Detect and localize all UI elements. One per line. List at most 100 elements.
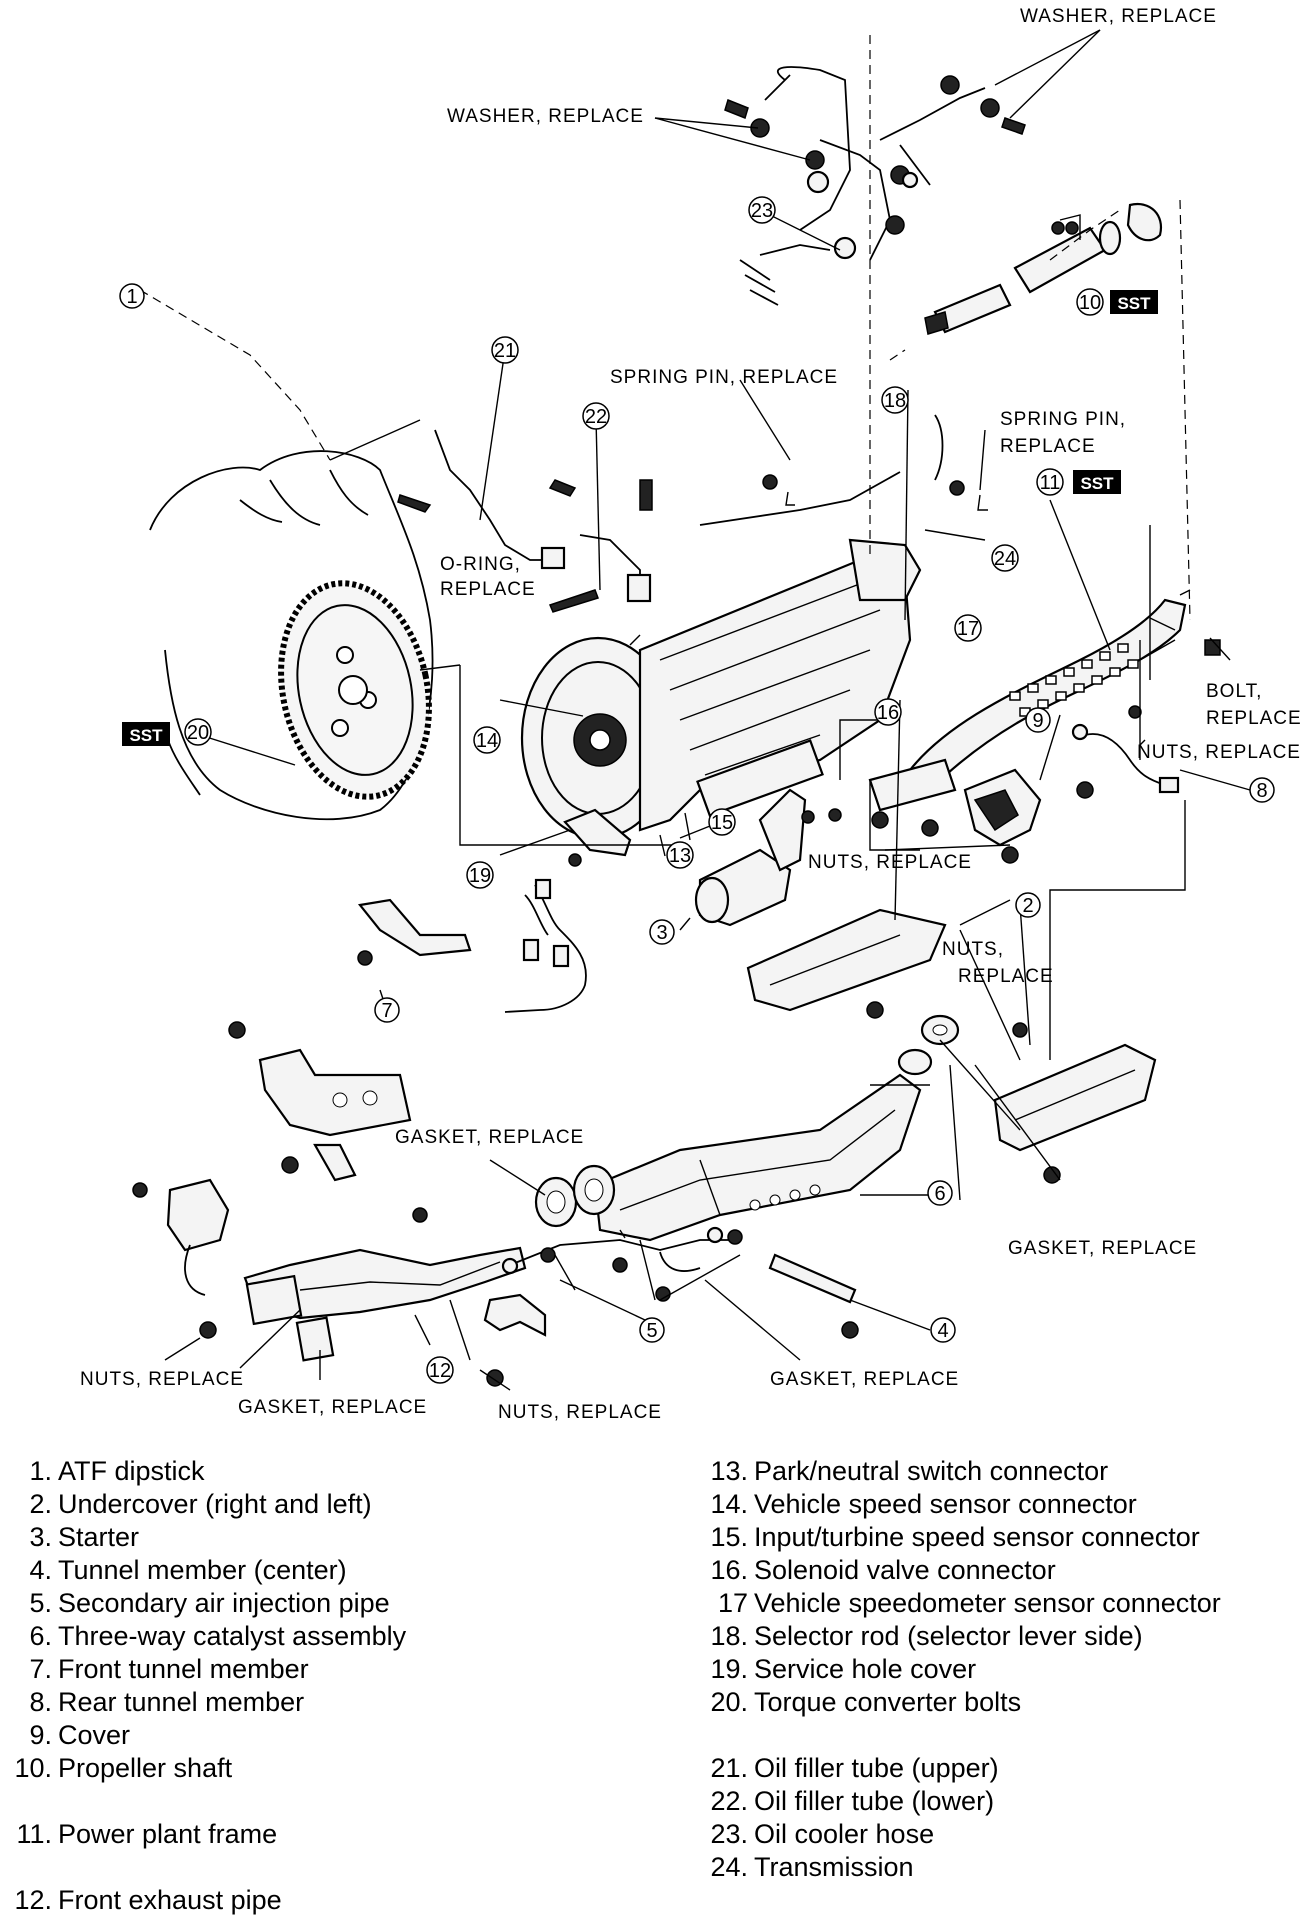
- svg-text:SST: SST: [1080, 474, 1114, 493]
- legend-item: 19.Service hole cover: [710, 1654, 977, 1684]
- starter: [694, 788, 842, 927]
- label-gasket-bottom-left: GASKET, REPLACE: [238, 1397, 427, 1418]
- legend-item: 2.Undercover (right and left): [29, 1489, 372, 1519]
- legend-item: 3.Starter: [29, 1522, 140, 1552]
- svg-text:21: 21: [494, 340, 516, 362]
- label-washer-top: WASHER, REPLACE: [1020, 6, 1217, 27]
- svg-text:10: 10: [1079, 292, 1101, 314]
- svg-text:18: 18: [884, 390, 906, 412]
- svg-text:12: 12: [429, 1360, 451, 1382]
- part-num-3: 3: [649, 919, 675, 945]
- svg-text:1: 1: [126, 286, 137, 308]
- part-num-20: 20: [184, 718, 212, 746]
- svg-text:20: 20: [187, 722, 209, 744]
- label-spring-pin-2-line2: REPLACE: [1000, 436, 1096, 457]
- wiring-harness: [504, 878, 587, 1013]
- leader-lines: [139, 29, 1251, 1391]
- legend-item: 10.Propeller shaft: [14, 1753, 233, 1783]
- svg-text:23: 23: [751, 200, 773, 222]
- part-num-17: 17: [954, 614, 982, 642]
- tunnel-member-center: [768, 1253, 859, 1339]
- svg-text:8: 8: [1256, 780, 1267, 802]
- sst-badge-11: SST: [1073, 470, 1121, 494]
- propeller-shaft: [924, 202, 1163, 335]
- transmission: [520, 538, 922, 840]
- legend-item: 22.Oil filler tube (lower): [710, 1786, 995, 1816]
- part-num-1: 1: [119, 283, 145, 309]
- legend-column-right: 13.Park/neutral switch connector 14.Vehi…: [700, 1455, 1300, 1884]
- legend-item: 13.Park/neutral switch connector: [710, 1456, 1109, 1486]
- part-num-23: 23: [748, 196, 776, 224]
- svg-text:22: 22: [585, 406, 607, 428]
- three-way-catalyst: [593, 1073, 922, 1242]
- legend-item: 24.Transmission: [710, 1852, 914, 1882]
- part-num-24: 24: [991, 544, 1019, 572]
- svg-text:2: 2: [1022, 895, 1033, 917]
- undercover-left: [746, 908, 947, 1019]
- svg-text:7: 7: [381, 1000, 392, 1022]
- svg-text:16: 16: [877, 702, 899, 724]
- legend-item: 12.Front exhaust pipe: [14, 1885, 282, 1915]
- legend-item: 11.Power plant frame: [16, 1819, 278, 1849]
- label-nuts-bottom-mid: NUTS, REPLACE: [498, 1402, 662, 1423]
- part-num-14: 14: [473, 726, 501, 754]
- front-bracket: [228, 1021, 412, 1182]
- part-num-21: 21: [491, 336, 519, 364]
- part-num-15: 15: [708, 808, 736, 836]
- svg-text:13: 13: [669, 845, 691, 867]
- svg-text:19: 19: [469, 865, 491, 887]
- svg-text:14: 14: [476, 730, 498, 752]
- front-tunnel-member: [357, 898, 472, 966]
- part-num-8: 8: [1249, 777, 1275, 803]
- label-nuts-cover-line1: NUTS,: [942, 939, 1004, 960]
- legend-item: 14.Vehicle speed sensor connector: [710, 1489, 1137, 1519]
- svg-text:5: 5: [646, 1320, 657, 1342]
- label-spring-pin-1: SPRING PIN, REPLACE: [610, 367, 838, 388]
- legend-item: 21.Oil filler tube (upper): [710, 1753, 999, 1783]
- part-num-9: 9: [1025, 707, 1051, 733]
- sst-badges: SST SST SST: [122, 290, 1158, 746]
- part-num-10: 10: [1076, 288, 1104, 316]
- gaskets-upper-right: [897, 1014, 1028, 1076]
- svg-text:9: 9: [1032, 710, 1043, 732]
- svg-text:11: 11: [1040, 472, 1061, 494]
- legend-item: 1.ATF dipstick: [29, 1456, 205, 1486]
- part-num-18: 18: [881, 386, 909, 414]
- exploded-diagram: WASHER, REPLACE WASHER, REPLACE SPRING P…: [80, 6, 1302, 1423]
- rear-tunnel-member: [1071, 723, 1180, 794]
- part-num-4: 4: [930, 1317, 956, 1343]
- svg-text:15: 15: [711, 812, 733, 834]
- label-nuts-center: NUTS, REPLACE: [808, 852, 972, 873]
- legend-item: 9.Cover: [29, 1720, 131, 1750]
- gaskets-center: [534, 1164, 616, 1228]
- part-num-19: 19: [466, 861, 494, 889]
- label-gasket-right: GASKET, REPLACE: [1008, 1238, 1197, 1259]
- part-num-2: 2: [1015, 892, 1041, 918]
- lower-mid-bracket: [483, 1293, 547, 1387]
- label-oring-line2: REPLACE: [440, 579, 536, 600]
- front-exhaust-pipe: [132, 1178, 527, 1362]
- svg-text:6: 6: [934, 1183, 945, 1205]
- svg-text:17: 17: [957, 618, 979, 640]
- legend-item: 18.Selector rod (selector lever side): [710, 1621, 1143, 1651]
- legend-item: 4.Tunnel member (center): [29, 1555, 347, 1585]
- undercover-right: [993, 1043, 1157, 1184]
- power-plant-frame: [908, 598, 1221, 792]
- svg-text:24: 24: [994, 548, 1016, 570]
- label-oring-line1: O-RING,: [440, 554, 521, 575]
- legend-item: 23.Oil cooler hose: [710, 1819, 935, 1849]
- part-num-12: 12: [426, 1356, 454, 1384]
- label-bolt-line2: REPLACE: [1206, 708, 1302, 729]
- callout-labels: WASHER, REPLACE WASHER, REPLACE SPRING P…: [80, 6, 1302, 1423]
- label-gasket-bottom-right: GASKET, REPLACE: [770, 1369, 959, 1390]
- part-num-6: 6: [927, 1180, 953, 1206]
- engine-block: [149, 450, 434, 821]
- label-bolt-line1: BOLT,: [1206, 681, 1262, 702]
- svg-text:SST: SST: [129, 726, 163, 745]
- label-nuts-cover-line2: REPLACE: [958, 966, 1054, 987]
- svg-text:SST: SST: [1117, 294, 1151, 313]
- secondary-air-injection-pipe: [501, 1226, 743, 1302]
- part-num-22: 22: [582, 402, 610, 430]
- label-washer-left: WASHER, REPLACE: [447, 106, 644, 127]
